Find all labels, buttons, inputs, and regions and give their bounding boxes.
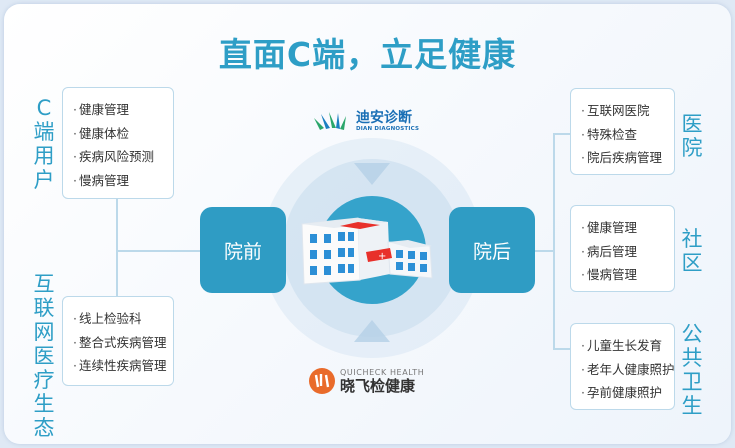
list-item: 儿童生长发育: [581, 334, 674, 358]
post-hospital-node: 院后: [449, 207, 535, 293]
quicheck-health-logo: QUICHECK HEALTH 晓飞检健康: [308, 367, 424, 395]
hospital-box: 互联网医院 特殊检查 院后疾病管理: [570, 88, 675, 175]
quicheck-logo-icon: [309, 368, 335, 394]
connector-line: [553, 133, 570, 135]
connector-line: [116, 250, 200, 252]
connector-line: [535, 250, 554, 252]
quicheck-logo-cn: 晓飞检健康: [340, 376, 416, 395]
list-item: 孕前健康照护: [581, 381, 674, 405]
connector-line: [116, 199, 118, 296]
list-item: 线上检验科: [73, 307, 173, 331]
pre-hospital-node: 院前: [200, 207, 286, 293]
connector-line: [553, 133, 555, 349]
list-item: 整合式疾病管理: [73, 331, 173, 355]
list-item: 连续性疾病管理: [73, 354, 173, 378]
down-arrow-icon: [354, 163, 390, 185]
dian-fan-icon: [314, 112, 346, 130]
internet-medical-box: 线上检验科 整合式疾病管理 连续性疾病管理: [62, 296, 174, 386]
list-item: 健康管理: [73, 98, 173, 122]
hospital-building-icon: +: [301, 217, 433, 285]
list-item: 慢病管理: [581, 263, 674, 287]
dian-logo-cn: 迪安诊断: [356, 110, 412, 126]
public-health-box: 儿童生长发育 老年人健康照护 孕前健康照护: [570, 323, 675, 410]
list-item: 健康管理: [581, 216, 674, 240]
internet-medical-label: 互联网医疗生态: [33, 272, 55, 440]
page-title: 直面C端，立足健康: [218, 35, 517, 74]
list-item: 特殊检查: [581, 123, 674, 147]
community-label: 社区: [681, 227, 703, 275]
up-arrow-icon: [354, 320, 390, 342]
public-health-label: 公共卫生: [681, 322, 703, 418]
connector-line: [553, 348, 570, 350]
dian-diagnostics-logo: 迪安诊断 DIAN DIAGNOSTICS: [312, 110, 419, 132]
list-item: 病后管理: [581, 240, 674, 264]
list-item: 互联网医院: [581, 99, 674, 123]
hospital-label: 医院: [681, 112, 703, 160]
c-end-users-box: 健康管理 健康体检 疾病风险预测 慢病管理: [62, 87, 174, 199]
list-item: 院后疾病管理: [581, 146, 674, 170]
svg-text:+: +: [378, 251, 386, 262]
list-item: 老年人健康照护: [581, 358, 675, 382]
community-box: 健康管理 病后管理 慢病管理: [570, 205, 675, 292]
list-item: 慢病管理: [73, 169, 173, 193]
quicheck-logo-en: QUICHECK HEALTH: [340, 367, 425, 377]
list-item: 健康体检: [73, 122, 173, 146]
list-item: 疾病风险预测: [73, 145, 173, 169]
c-end-users-label: C端用户: [33, 96, 55, 192]
dian-logo-en: DIAN DIAGNOSTICS: [356, 126, 420, 132]
